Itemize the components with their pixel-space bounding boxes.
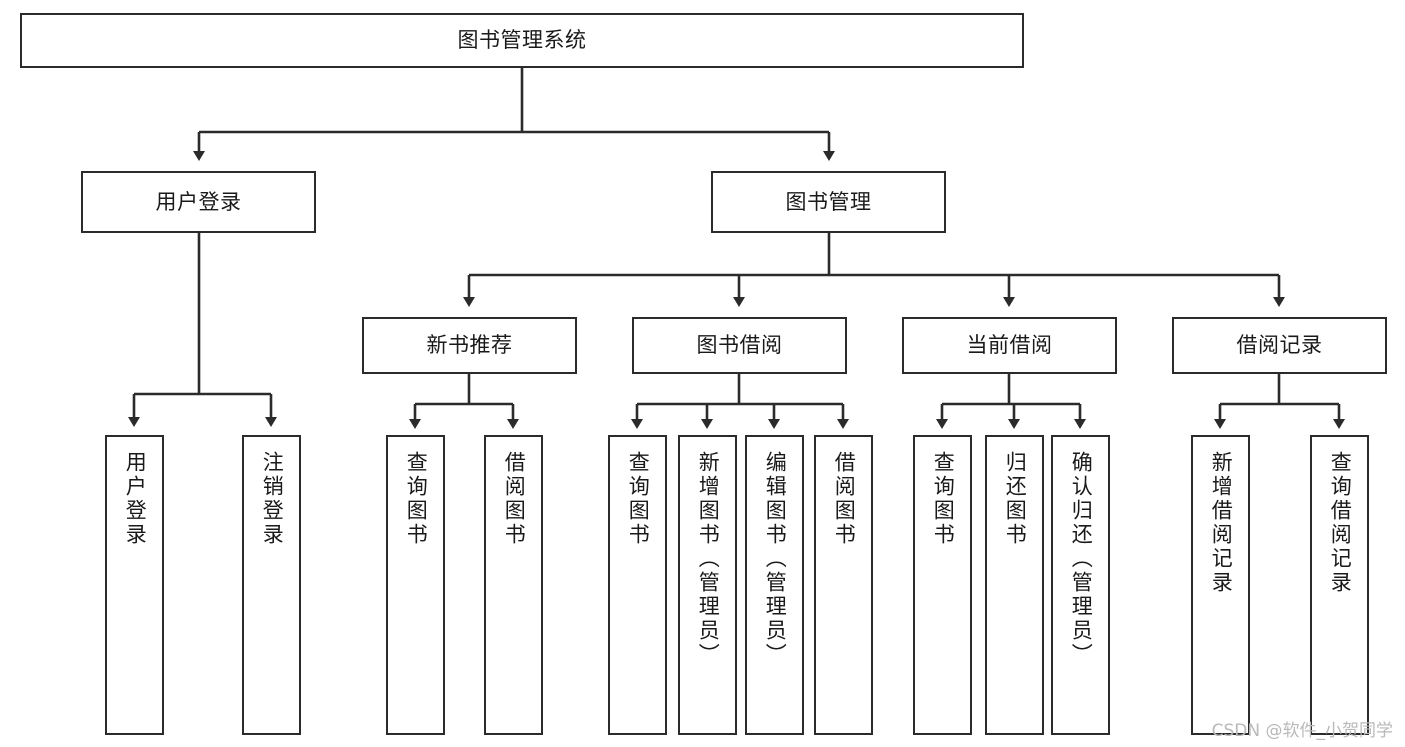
node-book-manage-label: 图书管理 [785,189,872,214]
node-book-borrow-label: 图书借阅 [696,333,783,358]
node-leaf-borrow-book-2[interactable]: 借阅图书 [814,435,873,735]
node-new-book-recommend[interactable]: 新书推荐 [362,317,577,374]
node-leaf-query-book-1-label: 查询图书 [404,451,429,547]
node-borrow-record[interactable]: 借阅记录 [1172,317,1387,374]
node-current-borrow-label: 当前借阅 [966,333,1053,358]
node-leaf-borrow-book-1-label: 借阅图书 [502,451,527,547]
node-borrow-record-label: 借阅记录 [1236,333,1323,358]
node-leaf-edit-book-label: 编辑图书（管理员） [763,451,788,667]
node-leaf-query-book-3-label: 查询图书 [931,451,956,547]
node-root-label: 图书管理系统 [457,28,587,53]
node-leaf-query-book-1[interactable]: 查询图书 [386,435,445,735]
node-leaf-add-record-label: 新增借阅记录 [1209,451,1234,595]
node-leaf-confirm-return-label: 确认归还（管理员） [1069,451,1094,667]
node-leaf-add-book[interactable]: 新增图书（管理员） [678,435,737,735]
node-leaf-query-book-2[interactable]: 查询图书 [608,435,667,735]
node-book-manage[interactable]: 图书管理 [711,171,946,233]
node-leaf-borrow-book-1[interactable]: 借阅图书 [484,435,543,735]
node-leaf-logout-label: 注销登录 [260,451,285,547]
node-leaf-borrow-book-2-label: 借阅图书 [832,451,857,547]
node-leaf-return-book-label: 归还图书 [1003,451,1028,547]
node-new-book-recommend-label: 新书推荐 [426,333,513,358]
node-leaf-user-login[interactable]: 用户登录 [105,435,164,735]
node-book-borrow[interactable]: 图书借阅 [632,317,847,374]
node-leaf-query-book-3[interactable]: 查询图书 [913,435,972,735]
node-current-borrow[interactable]: 当前借阅 [902,317,1117,374]
node-leaf-add-book-label: 新增图书（管理员） [696,451,721,667]
csdn-watermark: CSDN @软件_小贺同学 [1211,721,1393,741]
node-leaf-edit-book[interactable]: 编辑图书（管理员） [745,435,804,735]
node-leaf-query-record[interactable]: 查询借阅记录 [1310,435,1369,735]
node-leaf-confirm-return[interactable]: 确认归还（管理员） [1051,435,1110,735]
node-leaf-return-book[interactable]: 归还图书 [985,435,1044,735]
node-leaf-logout[interactable]: 注销登录 [242,435,301,735]
node-root[interactable]: 图书管理系统 [20,13,1024,68]
node-user-login-label: 用户登录 [155,189,242,214]
node-leaf-query-book-2-label: 查询图书 [626,451,651,547]
node-user-login[interactable]: 用户登录 [81,171,316,233]
node-leaf-add-record[interactable]: 新增借阅记录 [1191,435,1250,735]
node-leaf-user-login-label: 用户登录 [123,451,148,547]
node-leaf-query-record-label: 查询借阅记录 [1328,451,1353,595]
